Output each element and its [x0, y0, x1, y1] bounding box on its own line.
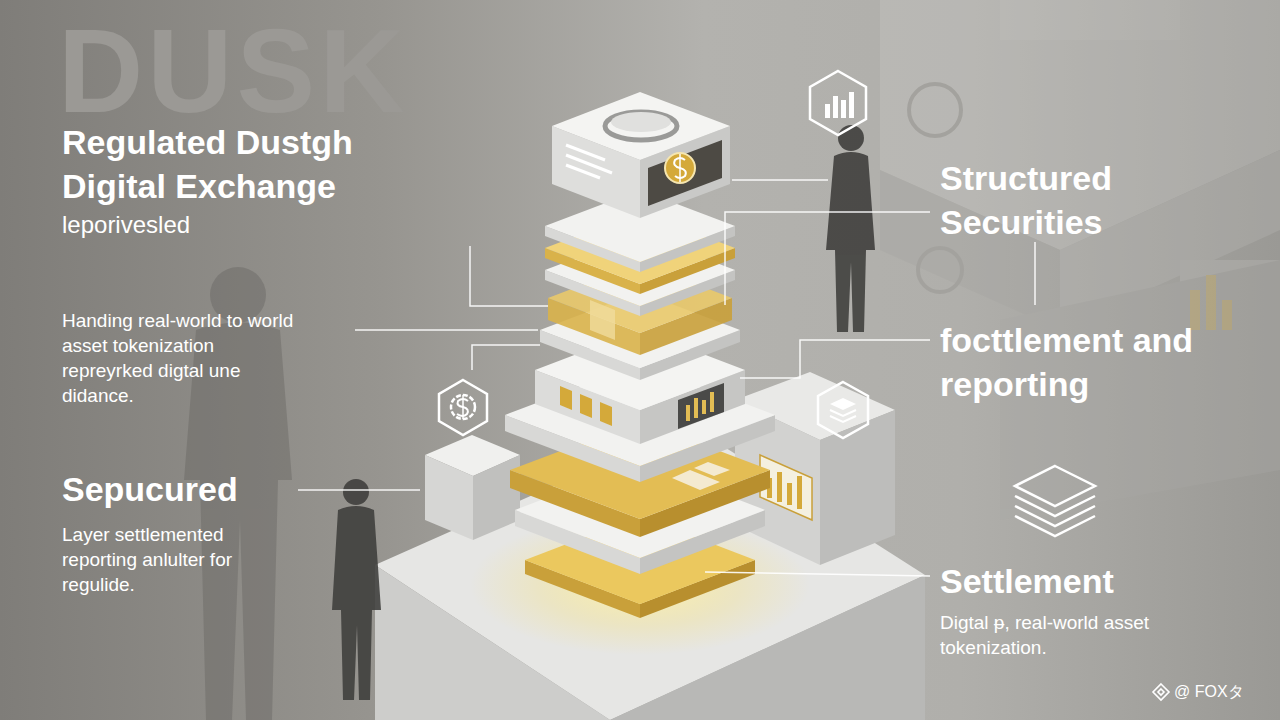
watermark: @ FOXタ [1174, 682, 1274, 702]
body-text: Layer settlemented reporting anlulter fo… [62, 522, 282, 597]
chart-hexagon [810, 71, 866, 135]
tower [505, 92, 775, 618]
coin-hexagon [439, 380, 487, 435]
person-left [332, 479, 381, 700]
watermark-logo [1153, 684, 1169, 700]
left-cube [425, 435, 520, 540]
title: Regulated Dustgh Digital Exchange [62, 120, 442, 208]
section-heading: focttlement and reporting [940, 318, 1195, 406]
subtitle: leporivesled [62, 210, 362, 240]
section-heading: Sepucured [62, 468, 322, 510]
person-right [826, 125, 875, 332]
layers-icon [1015, 466, 1095, 536]
background-word: DUSK [58, 6, 478, 136]
body-text: Handing real-world to world asset tokeni… [62, 308, 302, 408]
section-heading: Structured Securities [940, 156, 1240, 244]
leader-lines [298, 180, 1035, 576]
body-text: Digtal ᵽ, real-world asset tokenization. [940, 610, 1155, 660]
background-blocks [880, 0, 1280, 520]
layers-hexagon [818, 382, 868, 438]
section-heading: Settlement [940, 560, 1240, 602]
